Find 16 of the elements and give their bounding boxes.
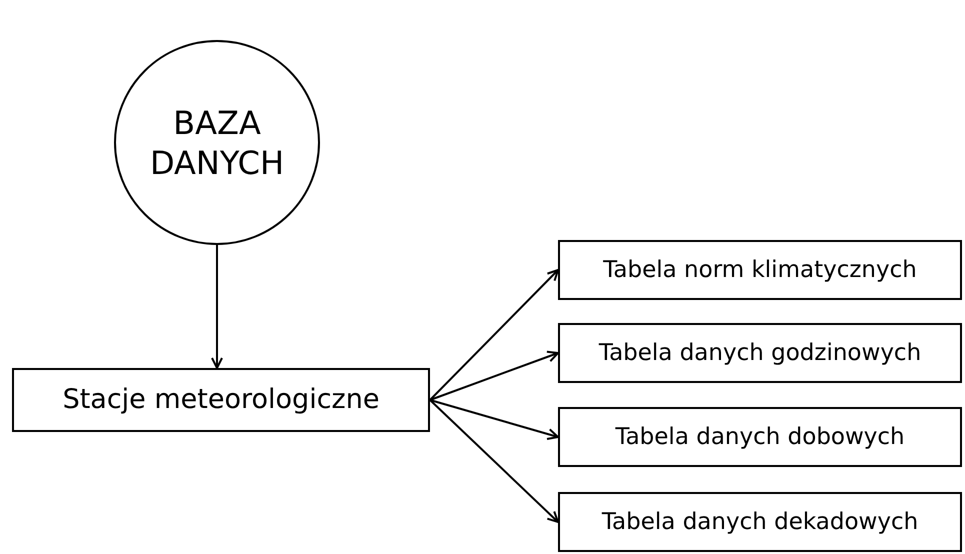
table-box bbox=[558, 240, 962, 300]
node-label: Tabela norm klimatycznych bbox=[603, 256, 917, 284]
arrow bbox=[430, 350, 559, 401]
node-label: Tabela danych godzinowych bbox=[598, 338, 922, 368]
table-box bbox=[558, 492, 962, 552]
station-box bbox=[12, 368, 430, 432]
node-label: BAZA DANYCH bbox=[148, 102, 286, 182]
arrow bbox=[211, 245, 223, 369]
arrow bbox=[429, 269, 559, 401]
arrow bbox=[430, 399, 559, 440]
arrow bbox=[429, 399, 559, 523]
table-box bbox=[558, 407, 962, 467]
node-label: Tabela danych dekadowych bbox=[602, 508, 918, 536]
table-box bbox=[558, 323, 962, 383]
node-label: Tabela danych dobowych bbox=[615, 422, 905, 452]
node-label: Stacje meteorologiczne bbox=[62, 383, 380, 417]
